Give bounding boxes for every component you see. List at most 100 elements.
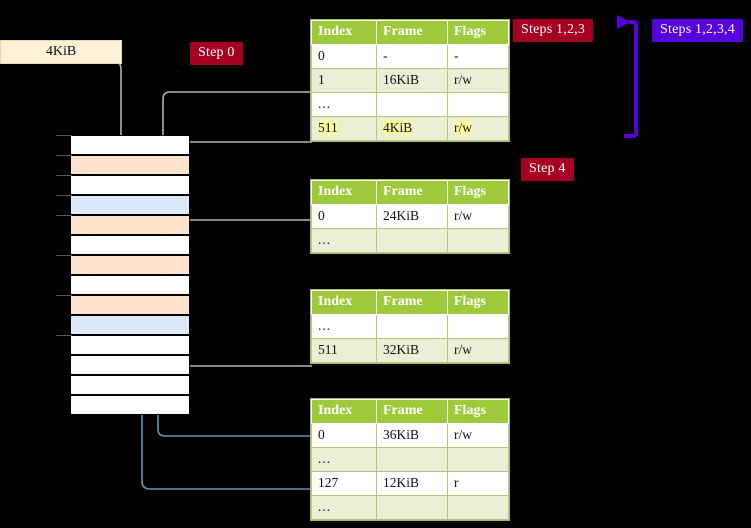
cell-flags — [447, 314, 509, 339]
memory-tick — [56, 255, 72, 256]
memory-tick — [56, 215, 72, 216]
cell-flags — [447, 495, 509, 520]
badge-step-0-label: Step 0 — [198, 45, 235, 60]
col-header-index: Index — [311, 290, 377, 315]
badge-step-0: Step 0 — [190, 42, 243, 65]
cell-flags: r/w — [447, 204, 509, 229]
col-header-flags: Flags — [447, 20, 509, 45]
memory-frame-row — [70, 235, 190, 255]
cell-flags: r/w — [447, 116, 509, 141]
cell-flags: r — [447, 471, 509, 496]
memory-frame-row — [70, 335, 190, 355]
cell-flags — [447, 228, 509, 253]
cell-frame: 36KiB — [376, 423, 448, 448]
cell-frame: 32KiB — [376, 338, 448, 363]
table-header-row: Index Frame Flags — [311, 180, 509, 205]
cell-index: 511 — [311, 116, 377, 141]
cell-frame: 12KiB — [376, 471, 448, 496]
badge-step-4-label: Step 4 — [529, 161, 566, 176]
cell-frame — [376, 447, 448, 472]
memory-tick — [56, 175, 72, 176]
memory-tick — [56, 335, 72, 336]
cell-flags: r/w — [447, 68, 509, 93]
memory-tick — [56, 295, 72, 296]
cell-index: 127 — [311, 471, 377, 496]
cell-index: 1 — [311, 68, 377, 93]
cell-flags: r/w — [447, 423, 509, 448]
table-row: ... — [311, 447, 509, 472]
cell-index: 0 — [311, 423, 377, 448]
wire-memory-to-table2-row0 — [176, 219, 312, 270]
wire-memory-to-table3-row511 — [178, 303, 312, 367]
col-header-flags: Flags — [447, 290, 509, 315]
steps-bracket — [617, 15, 638, 138]
memory-frame-row — [70, 135, 190, 155]
memory-frame-row — [70, 195, 190, 215]
memory-frame-row — [70, 395, 190, 415]
cell-flags: r/w — [447, 338, 509, 363]
badge-steps-123: Steps 1,2,3 — [513, 19, 594, 42]
memory-tick — [56, 195, 72, 196]
cell-index: 0 — [311, 44, 377, 69]
col-header-flags: Flags — [447, 180, 509, 205]
badge-steps-1234: Steps 1,2,3,4 — [652, 19, 743, 42]
memory-frame-row — [70, 315, 190, 335]
cell-frame: - — [376, 44, 448, 69]
cell-index: ... — [311, 314, 377, 339]
col-header-index: Index — [311, 20, 377, 45]
col-header-frame: Frame — [376, 20, 448, 45]
col-header-frame: Frame — [376, 399, 448, 424]
cell-index: ... — [311, 228, 377, 253]
col-header-frame: Frame — [376, 180, 448, 205]
cell-frame: 4KiB — [376, 116, 448, 141]
table-header-row: Index Frame Flags — [311, 290, 509, 315]
cell-index: ... — [311, 495, 377, 520]
badge-steps-123-label: Steps 1,2,3 — [521, 22, 586, 37]
table-row: 0-- — [311, 44, 509, 69]
col-header-index: Index — [311, 180, 377, 205]
cell-frame — [376, 314, 448, 339]
cell-index: ... — [311, 92, 377, 117]
cell-frame: 24KiB — [376, 204, 448, 229]
memory-frame-row — [70, 355, 190, 375]
cell-index: 0 — [311, 204, 377, 229]
size-box-label: 4KiB — [45, 44, 77, 59]
memory-frame-row — [70, 175, 190, 195]
badge-step-4: Step 4 — [521, 158, 574, 181]
memory-tick — [56, 155, 72, 156]
cell-flags: - — [447, 44, 509, 69]
memory-frame-row — [70, 255, 190, 275]
cell-frame: 16KiB — [376, 68, 448, 93]
memory-frame-row — [70, 375, 190, 395]
memory-frame-row — [70, 155, 190, 175]
cell-frame — [376, 228, 448, 253]
cell-frame — [376, 495, 448, 520]
col-header-frame: Frame — [376, 290, 448, 315]
col-header-flags: Flags — [447, 399, 509, 424]
memory-frame-row — [70, 275, 190, 295]
table-row: ... — [311, 228, 509, 253]
table-row: ... — [311, 495, 509, 520]
memory-tick — [56, 135, 72, 136]
physical-memory-column — [70, 135, 190, 415]
memory-frame-row — [70, 215, 190, 235]
table-row: ... — [311, 92, 509, 117]
cell-flags — [447, 447, 509, 472]
memory-frame-row — [70, 295, 190, 315]
table-header-row: Index Frame Flags — [311, 399, 509, 424]
size-box-4kib: 4KiB — [0, 40, 122, 64]
cell-index: ... — [311, 447, 377, 472]
table-row: ... — [311, 314, 509, 339]
cell-frame — [376, 92, 448, 117]
cell-index: 511 — [311, 338, 377, 363]
